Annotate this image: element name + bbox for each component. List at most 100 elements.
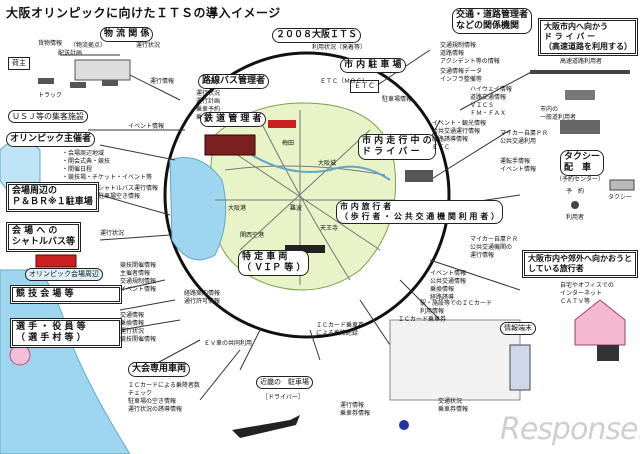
athlete-tag-2: 乗換情報 [120, 320, 145, 327]
traffic-item-2: 道路情報 [440, 50, 465, 57]
mycar-pr: マイカー自粛ＰＲ 公共交通利用 [500, 130, 549, 145]
parking-info: 駐車場情報 [382, 96, 413, 103]
train-icon [204, 134, 256, 156]
pedestrian-item-4: 経路誘導 [430, 294, 455, 301]
airport-item-2: チェック [128, 390, 153, 397]
parking-driver-box: 近畿の 駐車場 [256, 376, 313, 389]
vip-item-2: 通行許可情報 [184, 298, 221, 305]
driver-label: ［ドライバー］ [262, 394, 304, 401]
pedestrian-item-3: 乗換情報 [430, 286, 455, 293]
info-access: 交通状況 乗車券情報 [438, 398, 469, 413]
venue-box: 競 技 会 場 等 [10, 285, 122, 304]
media-tag-2: 道路交通情報 [470, 94, 507, 101]
athlete-tag-3: 運行状況 [120, 328, 145, 335]
passenger-icon [571, 201, 579, 209]
rail-box: 鉄 道 管 理 者 [200, 112, 266, 127]
home-item-3: ＣＡＴＶ等 [560, 298, 591, 305]
vip-box: 特 定 車 両 （ ＶＩＰ 等 ） [238, 250, 310, 276]
page-title: 大阪オリンピックに向けたＩＴＳの導入イメージ [6, 6, 281, 20]
home-travelers-box: 大阪市内や郊外へ向かおうと している旅行者 [522, 250, 638, 278]
home-item-2: インターネット [560, 290, 603, 297]
pass-note: ＩＣカード乗車券 による乗降記録 [316, 322, 365, 337]
taxi-info-1: 運転手情報 [500, 158, 531, 165]
media-tag-4: ＦＭ・ＦＡＸ [470, 110, 507, 117]
olympic-item-3: ・開催日程 [62, 166, 93, 173]
warehouse [74, 59, 131, 81]
traffic-item-4: 交通情報データ [440, 68, 483, 75]
city-car [560, 120, 600, 134]
map-label-6: 関西空港 [240, 232, 265, 239]
venue-tag-2: 主催者情報 [120, 270, 151, 277]
home-mycar-1: マイカー自粛ＰＲ [470, 236, 519, 243]
venue-tag-1: 競技開催情報 [120, 262, 157, 269]
center-item-1: 利用状況（発着等） [312, 44, 367, 51]
city-parking-box: 市 内 駐 車 場 [340, 58, 406, 73]
highway-car [565, 90, 595, 100]
athlete-tag-1: 交通情報 [120, 312, 145, 319]
olympic-logo [9, 344, 31, 366]
vip-item-1: 経路案内情報 [184, 290, 221, 297]
olympic-item-2: ・開会式典・競技 [62, 158, 111, 165]
connector-lines [60, 49, 536, 401]
map-label-2: 梅田 [282, 140, 295, 147]
bus-icon-left [35, 254, 77, 268]
airport-item-4: 運行状況の誘導情報 [128, 406, 183, 413]
taxi-info-2: イベント情報 [500, 166, 537, 173]
ic-card-label: ＩＣカード乗車券 [398, 316, 447, 323]
bus-route-item-3: 乗車予約 [196, 106, 221, 113]
bus-icon-center [268, 120, 296, 128]
map-label-5: 大阪港 [228, 205, 247, 212]
kiosk-box: 情報端末 [500, 322, 536, 335]
bottom-item-2: 乗車券情報 [340, 410, 371, 417]
usj-box: ＵＳＪ等の集客施設 [8, 110, 88, 123]
taxi-sub: （予約センター） [556, 176, 605, 183]
logistics-ops-info: 運行情報 [150, 78, 175, 85]
usj-event-info: イベント情報 [128, 123, 165, 130]
map-label-4: 天王寺 [320, 225, 339, 232]
home-mycar-3: 運行情報 [470, 252, 495, 259]
traffic-item-5: インフラ整備等 [440, 76, 482, 83]
shuttle-sub: 運行状況 [100, 230, 125, 237]
map-label-3: 難波 [290, 205, 303, 212]
kiosk-icon [509, 344, 531, 391]
kiosk-item-2: 利用情報 [420, 308, 445, 315]
logistics-header: 物 流 関 係 [100, 27, 154, 42]
drivers-box: 市 内 走 行 中 の ド ラ イ バ ー [358, 134, 436, 160]
bottom-item-1: 運行情報 [340, 402, 365, 409]
logistics-status: 運行状況 [136, 42, 161, 49]
logistics-tag-1: 貨物情報 [38, 40, 63, 47]
truck-icons [38, 78, 118, 88]
response-logo: Response. [500, 412, 640, 447]
home-item-1: 自宅やオフィスでの [560, 282, 614, 289]
inbound-item-2: 市内の 一般道利用者 [540, 106, 577, 121]
map-rivers [229, 139, 391, 181]
pedestrian-box: 市 内 旅 行 者 （ 歩 行 者 ・ 公 共 交 通 機 関 利 用 者 ） [336, 200, 503, 224]
person-icon [399, 420, 409, 430]
driver-item-3: 経路誘導情報 [432, 136, 469, 143]
airport-box: 大会専用車両 [128, 362, 191, 377]
driver-item-1: イベント・観光情報 [432, 120, 487, 127]
tv-icon [597, 345, 619, 361]
pedestrian-item-1: イベント情報 [430, 270, 467, 277]
shipper-box: 荷主 [8, 57, 30, 70]
venue-tag-3: 交通規制情報 [120, 278, 157, 285]
pr-park-box: 会場周辺の Ｐ＆ＢＲ※１駐車場 [6, 182, 99, 212]
vip-car-icon [285, 245, 325, 253]
olympic-organizer: オリンピック主催者 [6, 132, 96, 147]
venue-area-label: オリンピック会場周辺 [25, 268, 103, 281]
olympic-item-1: ・会場周辺地域 [62, 150, 105, 157]
bus-route-item-2: 運行計画 [196, 98, 221, 105]
taxi-booking: 予 約 [566, 188, 585, 195]
taxi-vehicle: タクシー [608, 194, 633, 201]
map-label-1: 大阪城 [318, 160, 337, 167]
airplane-icon [232, 415, 300, 438]
taxi-box: タクシー 配 車 [560, 150, 605, 176]
inbound-item-1: 高速道路利用者 [560, 58, 603, 65]
airport-item-3: 駐車場の空き情報 [128, 398, 177, 405]
osaka-bay-in-map [169, 157, 227, 261]
bus-route-item-1: 運行状況 [196, 90, 221, 97]
logistics-tag-3: 配送計画 [58, 50, 83, 57]
highway-road [530, 70, 630, 74]
traffic-item-1: 交通規制情報 [440, 42, 477, 49]
